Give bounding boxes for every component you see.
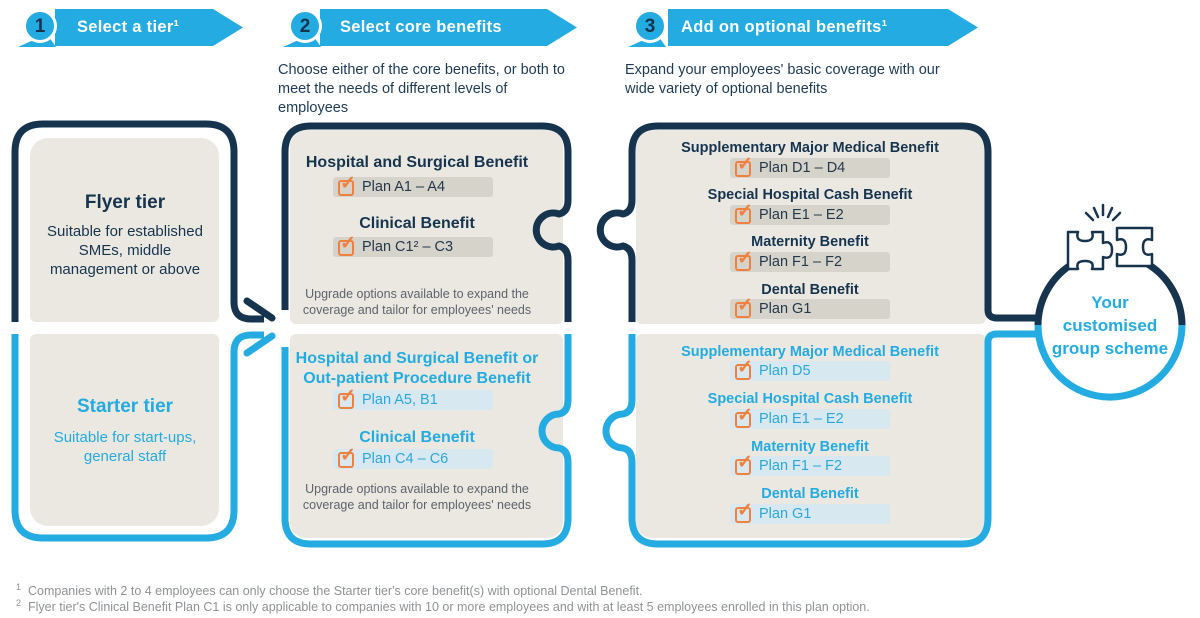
burst-icon: [1084, 203, 1122, 222]
plan-label: Plan A1 – A4: [362, 179, 446, 195]
checkbox-icon: [735, 451, 753, 475]
footnote-1-text: Companies with 2 to 4 employees can only…: [28, 584, 643, 599]
optional-starter-item4-plan-pill: Plan G1: [730, 499, 890, 524]
plan-label: Plan G1: [759, 506, 812, 522]
step2-description: Choose either of the core benefits, or b…: [278, 62, 565, 116]
plan-label: Plan D5: [759, 363, 811, 379]
plan-label: Plan F1 – F2: [759, 458, 843, 474]
plan-label: Plan G1: [759, 301, 812, 317]
step3-description: Expand your employees' basic coverage wi…: [625, 62, 940, 97]
flyer-arrow-icon: [243, 297, 276, 322]
step1-label: Select a tier¹: [77, 18, 180, 36]
core-starter-benefit1-plan-pill: Plan A5, B1: [333, 385, 493, 410]
footnote-2-marker: 2: [16, 598, 22, 608]
plan-label: Plan D1 – D4: [759, 160, 846, 176]
checkbox-icon: [338, 232, 356, 256]
step3-label: Add on optional benefits¹: [681, 18, 888, 36]
optional-starter-item2-title: Special Hospital Cash Benefit: [707, 391, 913, 407]
checkbox-icon: [735, 200, 753, 224]
checkbox-icon: [735, 356, 753, 380]
optional-starter-item1-plan-pill: Plan D5: [730, 356, 890, 381]
optional-starter-item1-title: Supplementary Major Medical Benefit: [681, 344, 939, 360]
checkbox-icon: [735, 247, 753, 271]
optional-starter-item3-plan-pill: Plan F1 – F2: [730, 451, 890, 476]
optional-flyer-item4-plan-pill: Plan G1: [730, 294, 890, 319]
plan-label: Plan E1 – E2: [759, 207, 844, 223]
optional-starter-item3-title: Maternity Benefit: [751, 439, 869, 455]
puzzle-icon: [1066, 226, 1154, 271]
optional-flyer-item2-plan-pill: Plan E1 – E2: [730, 200, 890, 225]
step1-number: 1: [34, 16, 46, 37]
step2-number: 2: [299, 16, 311, 37]
core-flyer-benefit2-plan-pill: Plan C1² – C3: [333, 232, 493, 257]
optional-flyer-item1-title: Supplementary Major Medical Benefit: [681, 140, 939, 156]
step2-label: Select core benefits: [340, 18, 502, 36]
result-label: Your customised group scheme: [1051, 293, 1169, 358]
core-flyer-benefit2-title: Clinical Benefit: [359, 215, 475, 232]
optional-flyer-item3-plan-pill: Plan F1 – F2: [730, 247, 890, 272]
optional-flyer-item2-title: Special Hospital Cash Benefit: [707, 187, 913, 203]
checkbox-icon: [338, 444, 356, 468]
core-starter-note: Upgrade options available to expand the …: [302, 482, 532, 512]
checkbox-icon: [735, 499, 753, 523]
core-flyer-benefit1-plan-pill: Plan A1 – A4: [333, 172, 493, 197]
plan-label: Plan F1 – F2: [759, 254, 843, 270]
core-flyer-benefit1-title: Hospital and Surgical Benefit: [305, 154, 529, 171]
optional-starter-item4-title: Dental Benefit: [761, 486, 859, 502]
core-starter-benefit2-plan-pill: Plan C4 – C6: [333, 444, 493, 469]
checkbox-icon: [735, 404, 753, 428]
plan-label: Plan C4 – C6: [362, 451, 449, 467]
flyer-tier-description: Suitable for established SMEs, middle ma…: [47, 223, 203, 278]
footnote-2-text: Flyer tier's Clinical Benefit Plan C1 is…: [28, 600, 870, 615]
starter-arrow-icon: [243, 332, 276, 357]
flyer-tier-title: Flyer tier: [84, 192, 166, 213]
starter-tier-description: Suitable for start-ups, general staff: [53, 429, 197, 465]
plan-label: Plan C1² – C3: [362, 239, 454, 255]
optional-flyer-item3-title: Maternity Benefit: [751, 234, 869, 250]
optional-flyer-item4-title: Dental Benefit: [761, 282, 859, 298]
checkbox-icon: [338, 385, 356, 409]
step3-number: 3: [644, 16, 656, 37]
optional-flyer-item1-plan-pill: Plan D1 – D4: [730, 153, 890, 178]
checkbox-icon: [735, 294, 753, 318]
plan-label: Plan A5, B1: [362, 392, 438, 408]
optional-starter-item2-plan-pill: Plan E1 – E2: [730, 404, 890, 429]
plan-label: Plan E1 – E2: [759, 411, 844, 427]
footnote-2: 2 Flyer tier's Clinical Benefit Plan C1 i…: [16, 598, 870, 614]
core-flyer-note: Upgrade options available to expand the …: [302, 287, 532, 317]
footnote-1: 1 Companies with 2 to 4 employees can onl…: [16, 582, 643, 598]
checkbox-icon: [338, 172, 356, 196]
checkbox-icon: [735, 153, 753, 177]
footnote-1-marker: 1: [16, 582, 22, 592]
core-starter-benefit1-title: Hospital and Surgical Benefit or Out-pat…: [295, 350, 539, 387]
core-starter-benefit2-title: Clinical Benefit: [359, 429, 475, 446]
starter-tier-title: Starter tier: [76, 396, 174, 417]
